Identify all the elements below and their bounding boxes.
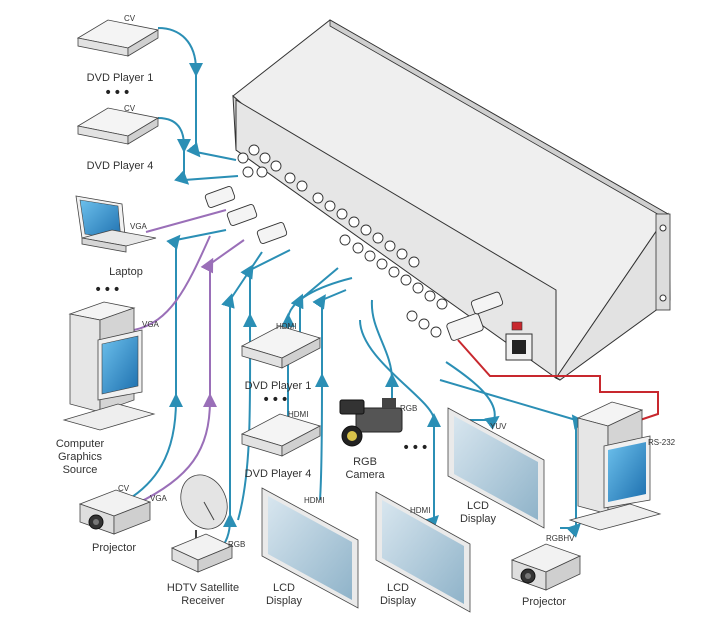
tag-rs232: RS-232 <box>648 438 676 447</box>
label-projector-left: Projector <box>91 542 137 554</box>
tag-cv-dvd4: CV <box>124 104 136 113</box>
ellipsis-pc: ••• <box>94 282 122 298</box>
laptop <box>75 195 157 253</box>
tag-vga-pc: VGA <box>142 320 159 329</box>
tag-hdmi-lcd1: HDMI <box>304 496 325 505</box>
cable-red <box>457 339 659 421</box>
label-lcd-display-1: LCD Display <box>265 582 303 607</box>
dvd-player-4-hdmi <box>240 413 322 457</box>
vga-connectors <box>204 186 504 341</box>
ellipsis-hdmi-dvd: ••• <box>262 392 290 408</box>
ellipsis-camera: ••• <box>402 440 430 456</box>
rs232-computer <box>568 401 662 531</box>
rack-ear-right <box>655 213 671 311</box>
tag-yuv: YUV <box>490 422 507 431</box>
computer-graphics-source <box>62 301 156 431</box>
tag-hdmi-lcd2: HDMI <box>410 506 431 515</box>
dvd-player-4-left <box>76 107 160 145</box>
label-dvd-player-4: DVD Player 4 <box>86 160 154 172</box>
label-laptop: Laptop <box>109 266 143 278</box>
label-hdtv-satellite-receiver: HDTV Satellite Receiver <box>166 582 240 607</box>
tag-rgb-camera: RGB <box>400 404 418 413</box>
projector-right <box>510 543 582 591</box>
hdtv-satellite-receiver <box>171 474 233 573</box>
label-rgb-camera: RGB Camera <box>345 456 385 481</box>
dvd-player-1-hdmi <box>240 325 322 369</box>
ellipsis-dvd: ••• <box>104 85 132 101</box>
projector-left <box>78 489 152 535</box>
tag-vga-laptop: VGA <box>130 222 147 231</box>
rgb-camera <box>339 398 403 447</box>
tag-rgb-satellite: RGB <box>228 540 246 549</box>
lcd-display-2 <box>375 491 471 613</box>
lcd-display-3 <box>447 407 545 529</box>
cables-purple <box>133 209 245 505</box>
label-lcd-display-3: LCD Display <box>459 500 497 525</box>
tag-hdmi-dvd1: HDMI <box>276 322 297 331</box>
tag-cv-dvd1: CV <box>124 14 136 23</box>
tag-cv-projector: CV <box>118 484 130 493</box>
label-dvd-player-1: DVD Player 1 <box>86 72 154 84</box>
dvd-player-1-left <box>76 19 160 57</box>
tag-hdmi-dvd4: HDMI <box>288 410 309 419</box>
label-computer-graphics-source: Computer Graphics Source <box>55 438 105 476</box>
tag-vga-projector: VGA <box>150 494 167 503</box>
matrix-switcher-unit <box>204 19 671 381</box>
rear-panel-connectors <box>237 144 448 338</box>
label-lcd-display-2: LCD Display <box>379 582 417 607</box>
label-dvd-player-1-hdmi: DVD Player 1 <box>244 380 312 392</box>
label-projector-right: Projector <box>521 596 567 608</box>
tag-rgbhv: RGBHV <box>546 534 575 543</box>
lcd-display-1 <box>261 487 359 609</box>
label-dvd-player-4-hdmi: DVD Player 4 <box>244 468 312 480</box>
